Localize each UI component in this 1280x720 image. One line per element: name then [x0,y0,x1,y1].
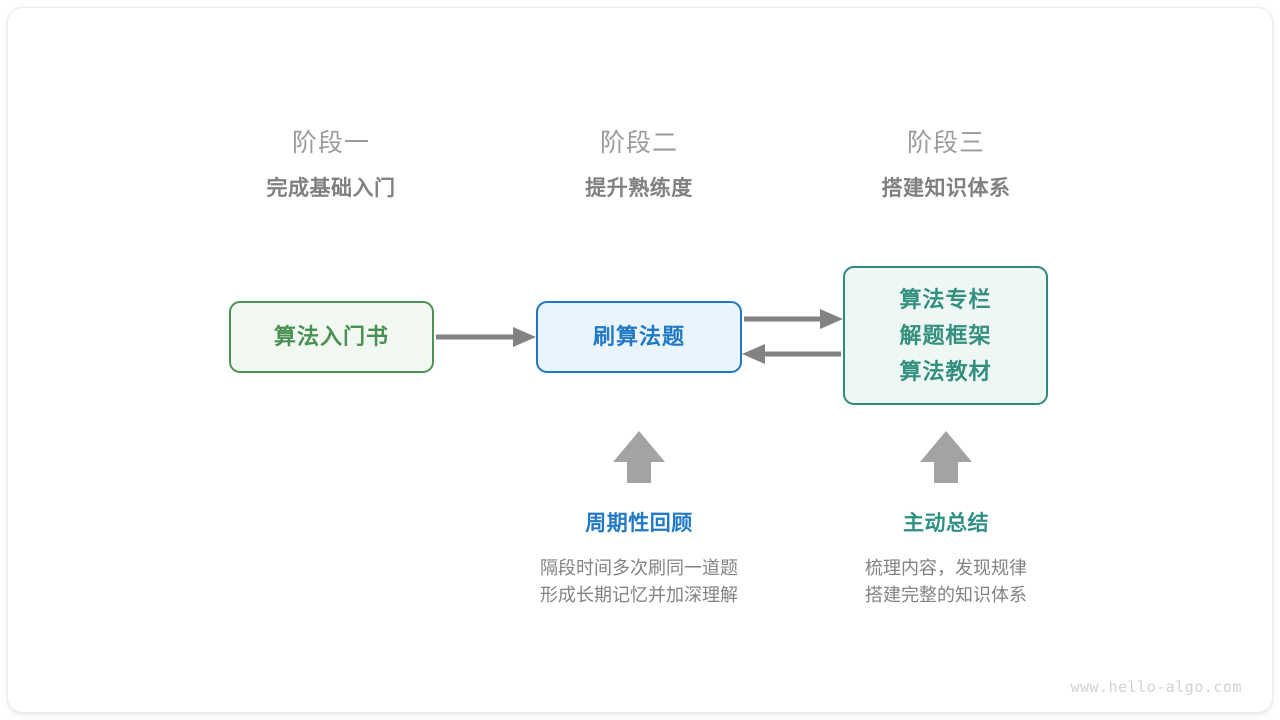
annotation-summary-desc-line-2: 搭建完整的知识体系 [865,585,1027,605]
stage-name-2: 阶段二 [599,129,678,157]
annotation-summary-desc-line-1: 梳理内容，发现规律 [865,558,1027,578]
stage-header-1: 阶段一 完成基础入门 [181,126,481,204]
stage-desc-3: 搭建知识体系 [881,177,1011,200]
node-learning-resources[interactable]: 算法专栏 解题框架 算法教材 [843,266,1048,405]
node-practice-line-1: 刷算法题 [592,324,685,349]
node-resources-line-1: 算法专栏 [899,286,992,312]
node-algorithm-intro-book[interactable]: 算法入门书 [229,301,434,373]
annotation-summary-title: 主动总结 [903,512,989,535]
stage-name-3: 阶段三 [906,129,985,157]
node-resources-line-3: 算法教材 [899,358,992,384]
stage-desc-2: 提升熟练度 [585,177,693,200]
annotation-review-desc-line-2: 形成长期记忆并加深理解 [540,585,738,605]
stage-header-2: 阶段二 提升熟练度 [489,126,789,204]
stage-header-3: 阶段三 搭建知识体系 [796,126,1096,204]
annotation-review-title: 周期性回顾 [585,512,693,535]
annotation-review-desc-line-1: 隔段时间多次刷同一道题 [540,558,738,578]
annotation-active-summary: 主动总结 梳理内容，发现规律 搭建完整的知识体系 [786,509,1106,609]
annotation-review-desc: 隔段时间多次刷同一道题 形成长期记忆并加深理解 [479,555,799,609]
stage-name-1: 阶段一 [291,129,370,157]
stage-desc-1: 完成基础入门 [266,177,396,200]
node-resources-line-2: 解题框架 [899,322,992,348]
watermark: www.hello-algo.com [1070,678,1242,696]
node-book-line-1: 算法入门书 [273,324,389,349]
annotation-summary-desc: 梳理内容，发现规律 搭建完整的知识体系 [786,555,1106,609]
node-practice-problems[interactable]: 刷算法题 [536,301,742,373]
annotation-periodic-review: 周期性回顾 隔段时间多次刷同一道题 形成长期记忆并加深理解 [479,509,799,609]
